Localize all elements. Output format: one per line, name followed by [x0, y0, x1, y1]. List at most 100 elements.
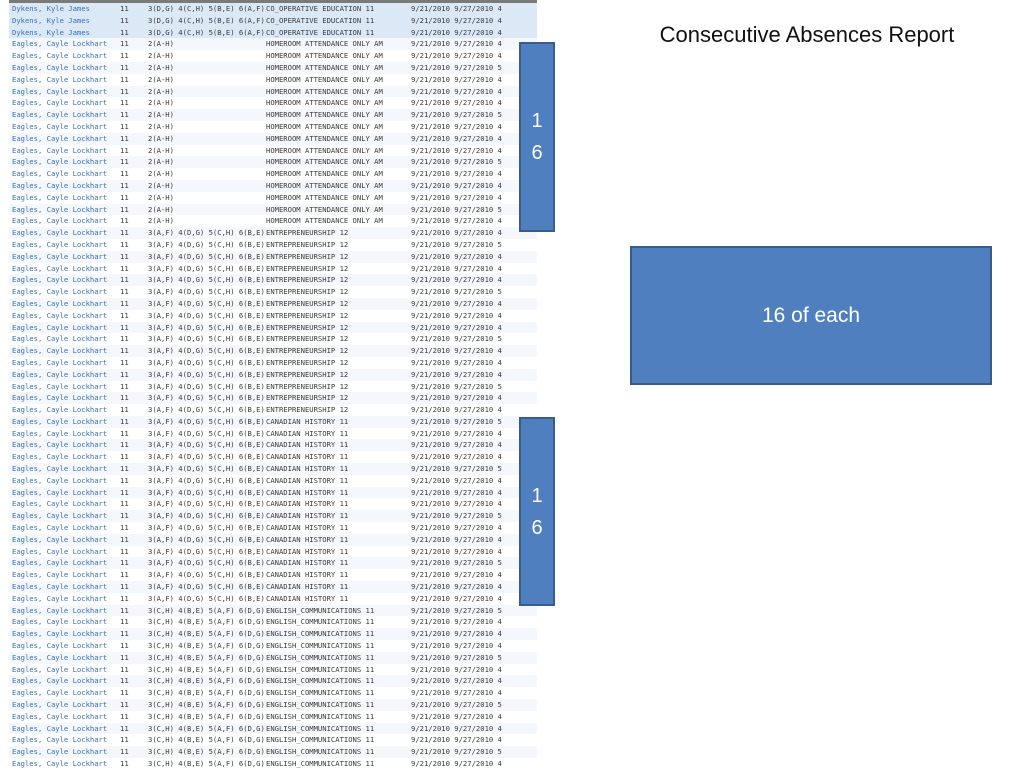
student-name-link[interactable]: Eagles, Cayle Lockhart [12, 747, 108, 757]
student-name-link[interactable]: Eagles, Cayle Lockhart [12, 110, 108, 120]
student-name-link[interactable]: Eagles, Cayle Lockhart [12, 133, 108, 143]
student-name-link[interactable]: Eagles, Cayle Lockhart [12, 228, 108, 238]
student-name-link[interactable]: Eagles, Cayle Lockhart [12, 251, 108, 261]
course-cell: ENTREPRENEURSHIP 12 [266, 298, 349, 308]
student-name-link[interactable]: Eagles, Cayle Lockhart [12, 440, 108, 450]
course-cell: ENGLISH_COMMUNICATIONS 11 [266, 629, 375, 639]
student-name-link[interactable]: Eagles, Cayle Lockhart [12, 570, 108, 580]
student-name-link[interactable]: Dykens, Kyle James [12, 4, 90, 13]
student-name-link[interactable]: Eagles, Cayle Lockhart [12, 298, 108, 308]
student-name-link[interactable]: Eagles, Cayle Lockhart [12, 700, 108, 710]
student-name-link[interactable]: Eagles, Cayle Lockhart [12, 593, 108, 603]
dates-cell: 9/21/2010 9/27/2010 4 [411, 546, 502, 556]
student-name-link[interactable]: Eagles, Cayle Lockhart [12, 192, 108, 202]
student-name-link[interactable]: Eagles, Cayle Lockhart [12, 605, 108, 615]
student-name-link[interactable]: Eagles, Cayle Lockhart [12, 735, 108, 745]
student-name-link[interactable]: Eagles, Cayle Lockhart [12, 676, 108, 686]
course-cell: HOMEROOM ATTENDANCE ONLY AM [266, 86, 383, 96]
student-name-link[interactable]: Eagles, Cayle Lockhart [12, 582, 108, 592]
block-cell: 3(A,F) 4(D,G) 5(C,H) 6(B,E) [148, 263, 265, 273]
student-name-link[interactable]: Eagles, Cayle Lockhart [12, 334, 108, 344]
student-name-link[interactable]: Eagles, Cayle Lockhart [12, 322, 108, 332]
student-name-link[interactable]: Eagles, Cayle Lockhart [12, 169, 108, 179]
student-name-link[interactable]: Eagles, Cayle Lockhart [12, 546, 108, 556]
student-name-link[interactable]: Eagles, Cayle Lockhart [12, 534, 108, 544]
student-name-link[interactable]: Eagles, Cayle Lockhart [12, 74, 108, 84]
student-name-link[interactable]: Eagles, Cayle Lockhart [12, 86, 108, 96]
grade-cell: 11 [120, 711, 129, 721]
dates-cell: 9/21/2010 9/27/2010 4 [411, 310, 502, 320]
block-cell: 3(C,H) 4(B,E) 5(A,F) 6(D,G) [148, 700, 265, 710]
dates-cell: 9/21/2010 9/27/2010 4 [411, 251, 502, 261]
student-name-link[interactable]: Eagles, Cayle Lockhart [12, 145, 108, 155]
student-name-link[interactable]: Eagles, Cayle Lockhart [12, 62, 108, 72]
block-cell: 3(A,F) 4(D,G) 5(C,H) 6(B,E) [148, 523, 265, 533]
student-name-link[interactable]: Eagles, Cayle Lockhart [12, 275, 108, 285]
student-name-link[interactable]: Eagles, Cayle Lockhart [12, 369, 108, 379]
student-name-link[interactable]: Eagles, Cayle Lockhart [12, 759, 108, 768]
student-name-link[interactable]: Eagles, Cayle Lockhart [12, 39, 108, 49]
student-name-link[interactable]: Eagles, Cayle Lockhart [12, 393, 108, 403]
grade-cell: 11 [120, 4, 129, 13]
student-name-link[interactable]: Eagles, Cayle Lockhart [12, 499, 108, 509]
student-name-link[interactable]: Eagles, Cayle Lockhart [12, 157, 108, 167]
student-name-link[interactable]: Eagles, Cayle Lockhart [12, 558, 108, 568]
student-name-link[interactable]: Eagles, Cayle Lockhart [12, 381, 108, 391]
grade-cell: 11 [120, 487, 129, 497]
student-name-link[interactable]: Eagles, Cayle Lockhart [12, 464, 108, 474]
student-name-link[interactable]: Eagles, Cayle Lockhart [12, 204, 108, 214]
student-name-link[interactable]: Eagles, Cayle Lockhart [12, 263, 108, 273]
student-name-link[interactable]: Eagles, Cayle Lockhart [12, 523, 108, 533]
student-name-link[interactable]: Eagles, Cayle Lockhart [12, 216, 108, 226]
block-cell: 3(A,F) 4(D,G) 5(C,H) 6(B,E) [148, 428, 265, 438]
dates-cell: 9/21/2010 9/27/2010 4 [411, 275, 502, 285]
block-cell: 3(C,H) 4(B,E) 5(A,F) 6(D,G) [148, 641, 265, 651]
student-name-link[interactable]: Eagles, Cayle Lockhart [12, 511, 108, 521]
student-name-link[interactable]: Eagles, Cayle Lockhart [12, 617, 108, 627]
student-name-link[interactable]: Eagles, Cayle Lockhart [12, 180, 108, 190]
student-name-link[interactable]: Eagles, Cayle Lockhart [12, 121, 108, 131]
student-name-link[interactable]: Eagles, Cayle Lockhart [12, 51, 108, 61]
student-name-link[interactable]: Eagles, Cayle Lockhart [12, 416, 108, 426]
dates-cell: 9/21/2010 9/27/2010 4 [411, 357, 502, 367]
grade-cell: 11 [120, 239, 129, 249]
student-name-link[interactable]: Eagles, Cayle Lockhart [12, 428, 108, 438]
student-name-link[interactable]: Eagles, Cayle Lockhart [12, 487, 108, 497]
student-name-link[interactable]: Eagles, Cayle Lockhart [12, 641, 108, 651]
student-name-link[interactable]: Eagles, Cayle Lockhart [12, 475, 108, 485]
block-cell: 3(C,H) 4(B,E) 5(A,F) 6(D,G) [148, 664, 265, 674]
student-name-link[interactable]: Eagles, Cayle Lockhart [12, 357, 108, 367]
grade-cell: 11 [120, 133, 129, 143]
student-name-link[interactable]: Eagles, Cayle Lockhart [12, 723, 108, 733]
student-name-link[interactable]: Dykens, Kyle James [12, 15, 90, 25]
grade-cell: 11 [120, 251, 129, 261]
student-name-link[interactable]: Eagles, Cayle Lockhart [12, 405, 108, 415]
student-name-link[interactable]: Eagles, Cayle Lockhart [12, 711, 108, 721]
student-name-link[interactable]: Eagles, Cayle Lockhart [12, 652, 108, 662]
student-name-link[interactable]: Dykens, Kyle James [12, 27, 90, 37]
student-name-link[interactable]: Eagles, Cayle Lockhart [12, 346, 108, 356]
student-name-link[interactable]: Eagles, Cayle Lockhart [12, 310, 108, 320]
grade-cell: 11 [120, 652, 129, 662]
student-name-link[interactable]: Eagles, Cayle Lockhart [12, 664, 108, 674]
student-name-link[interactable]: Eagles, Cayle Lockhart [12, 629, 108, 639]
student-name-link[interactable]: Eagles, Cayle Lockhart [12, 98, 108, 108]
student-name-link[interactable]: Eagles, Cayle Lockhart [12, 688, 108, 698]
block-cell: 3(A,F) 4(D,G) 5(C,H) 6(B,E) [148, 357, 265, 367]
student-name-link[interactable]: Eagles, Cayle Lockhart [12, 287, 108, 297]
dates-cell: 9/21/2010 9/27/2010 4 [411, 534, 502, 544]
dates-cell: 9/21/2010 9/27/2010 4 [411, 216, 502, 226]
course-cell: HOMEROOM ATTENDANCE ONLY AM [266, 98, 383, 108]
block-cell: 2(A-H) [148, 39, 174, 49]
student-name-link[interactable]: Eagles, Cayle Lockhart [12, 452, 108, 462]
student-name-link[interactable]: Eagles, Cayle Lockhart [12, 239, 108, 249]
